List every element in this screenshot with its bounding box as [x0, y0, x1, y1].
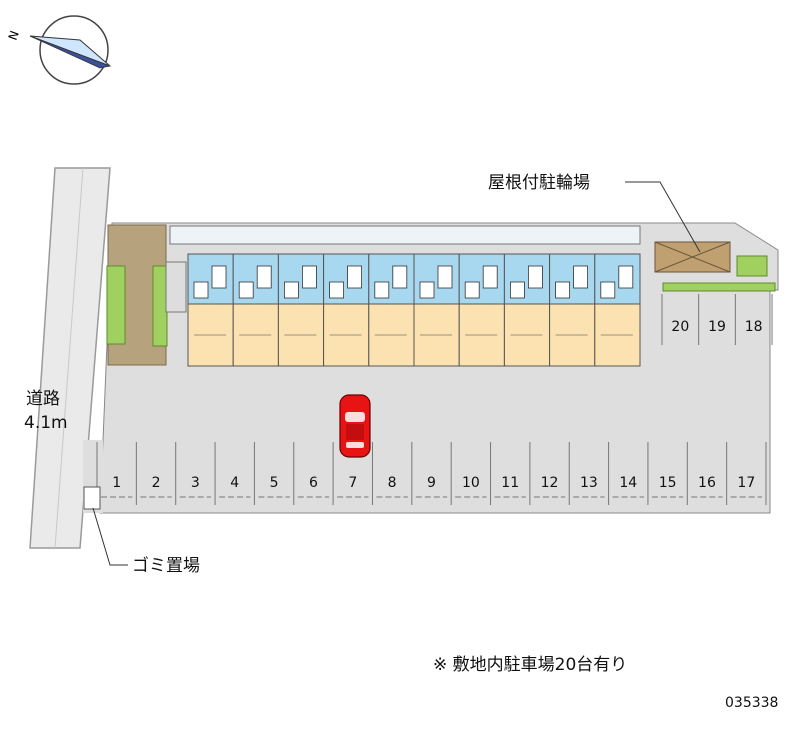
parking-space-label: 5 [270, 475, 279, 491]
apartment-unit [368, 253, 415, 367]
parking-space-label: 16 [698, 475, 716, 491]
road-width-label: 4.1m [24, 413, 68, 433]
unit-kitchen [573, 265, 588, 289]
hedge-right [662, 282, 776, 292]
bicycle-parking-planter [736, 255, 768, 277]
road-label: 道路 [26, 389, 60, 409]
parking-space-label: 8 [388, 475, 397, 491]
parking-space-label: 19 [708, 319, 726, 335]
parking-space-label: 9 [427, 475, 436, 491]
parking-space-label: 7 [348, 475, 357, 491]
garbage-label: ゴミ置場 [132, 555, 200, 576]
highlighted-car [339, 394, 371, 458]
garbage-leader-line [92, 507, 128, 566]
unit-bath [238, 281, 254, 299]
unit-bath [509, 281, 525, 299]
stairs [165, 261, 187, 313]
compass-ring [39, 15, 109, 85]
unit-bath [374, 281, 390, 299]
parking-space-label: 2 [152, 475, 161, 491]
apartment-unit [277, 253, 325, 367]
unit-bath [329, 281, 345, 299]
apartment-unit [503, 253, 551, 367]
unit-kitchen [392, 265, 408, 289]
unit-bath [419, 281, 435, 299]
apartment-unit [594, 253, 641, 367]
unit-kitchen [528, 265, 543, 289]
bicycle-parking-cross-b [654, 241, 731, 273]
parking-space-label: 13 [580, 475, 598, 491]
unit-bath [555, 281, 570, 299]
unit-bath [600, 281, 616, 299]
apartment-unit [549, 253, 596, 367]
parking-space-label: 18 [745, 319, 763, 335]
parking-space-label: 10 [462, 475, 480, 491]
parking-space-label: 14 [619, 475, 637, 491]
car-roof [346, 424, 364, 440]
parking-space-label: 17 [737, 475, 755, 491]
apartment-building [165, 225, 641, 367]
unit-bath [193, 281, 209, 299]
garbage-area [83, 486, 101, 510]
parking-space-label: 20 [671, 319, 689, 335]
bicycle-parking-label: 屋根付駐輪場 [488, 173, 590, 193]
compass-letter: N [6, 29, 22, 42]
apartment-unit [232, 253, 279, 367]
road-center-line [54, 167, 84, 549]
side-parking-row: 20 19 18 [661, 294, 773, 345]
unit-bath [464, 281, 480, 299]
car-windshield [345, 412, 365, 422]
green-planter [152, 265, 168, 347]
unit-kitchen [618, 265, 634, 289]
parking-space-label: 15 [659, 475, 677, 491]
apartment-unit [458, 253, 505, 367]
unit-kitchen [482, 265, 498, 289]
building-walkway [169, 225, 641, 245]
compass: N [6, 15, 112, 85]
road [29, 167, 111, 549]
apartment-unit [323, 253, 370, 367]
parking-space-label: 6 [309, 475, 318, 491]
parking-space-label: 12 [541, 475, 559, 491]
parking-space-label: 4 [230, 475, 239, 491]
apartment-unit [413, 253, 460, 367]
parking-space-label: 1 [112, 475, 121, 491]
parking-space-label: 3 [191, 475, 200, 491]
parking-space-label: 11 [501, 475, 519, 491]
compass-needle-dark [29, 35, 112, 69]
bicycle-parking-leader-line [625, 181, 701, 253]
unit-kitchen [301, 265, 317, 289]
property-code: 035338 [725, 695, 779, 711]
unit-kitchen [256, 265, 272, 289]
car-rear-window [346, 442, 364, 448]
unit-kitchen [347, 265, 363, 289]
apartment-unit [187, 253, 234, 367]
parking-note: ※ 敷地内駐車場20台有り [433, 655, 628, 675]
green-hedge-left [106, 265, 126, 345]
unit-kitchen [437, 265, 453, 289]
unit-kitchen [211, 265, 227, 289]
unit-bath [283, 281, 299, 299]
